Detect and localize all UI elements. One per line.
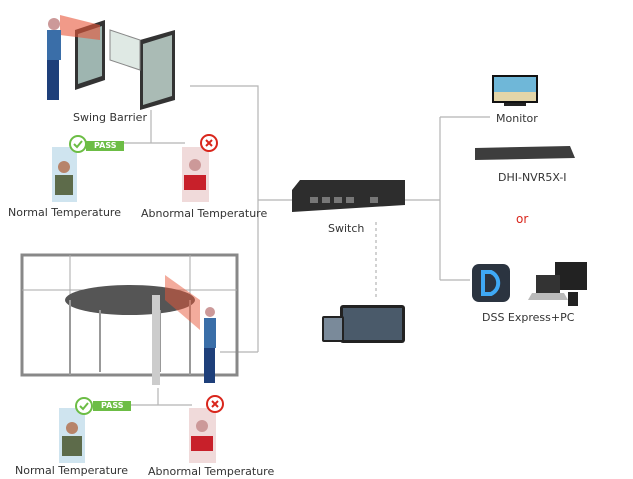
normal-temperature-card-top — [52, 135, 87, 202]
pass-badge-bottom: PASS — [93, 401, 132, 411]
right-trunk-line — [405, 116, 490, 281]
check-icon — [75, 397, 93, 415]
abnormal-temperature-label-bottom: Abnormal Temperature — [148, 465, 275, 478]
dss-label: DSS Express+PC — [482, 311, 575, 324]
swing-barrier-image — [47, 15, 175, 110]
pass-badge-top: PASS — [86, 141, 125, 151]
normal-temperature-card-bottom — [59, 397, 93, 463]
abnormal-temperature-card-bottom — [189, 395, 224, 463]
swing-barrier-label: Swing Barrier — [73, 111, 147, 124]
nvr-image — [475, 146, 575, 160]
check-icon — [69, 135, 87, 153]
switch-image — [292, 180, 405, 212]
switch-label: Switch — [328, 222, 365, 235]
monitor-image — [492, 75, 538, 106]
revolving-door-image — [20, 253, 239, 385]
left-trunk-line — [190, 85, 292, 353]
or-label: or — [516, 212, 529, 226]
nvr-label: DHI-NVR5X-I — [498, 171, 567, 184]
normal-temperature-label-bottom: Normal Temperature — [15, 464, 128, 477]
barrier-branch-line — [120, 110, 185, 144]
pc-devices-image — [528, 262, 587, 306]
abnormal-temperature-label-top: Abnormal Temperature — [141, 207, 268, 220]
normal-temperature-label-top: Normal Temperature — [8, 206, 121, 219]
abnormal-temperature-card-top — [182, 134, 218, 202]
mobile-devices-image — [322, 305, 405, 343]
monitor-label: Monitor — [496, 112, 538, 125]
dss-app-icon — [472, 264, 510, 302]
